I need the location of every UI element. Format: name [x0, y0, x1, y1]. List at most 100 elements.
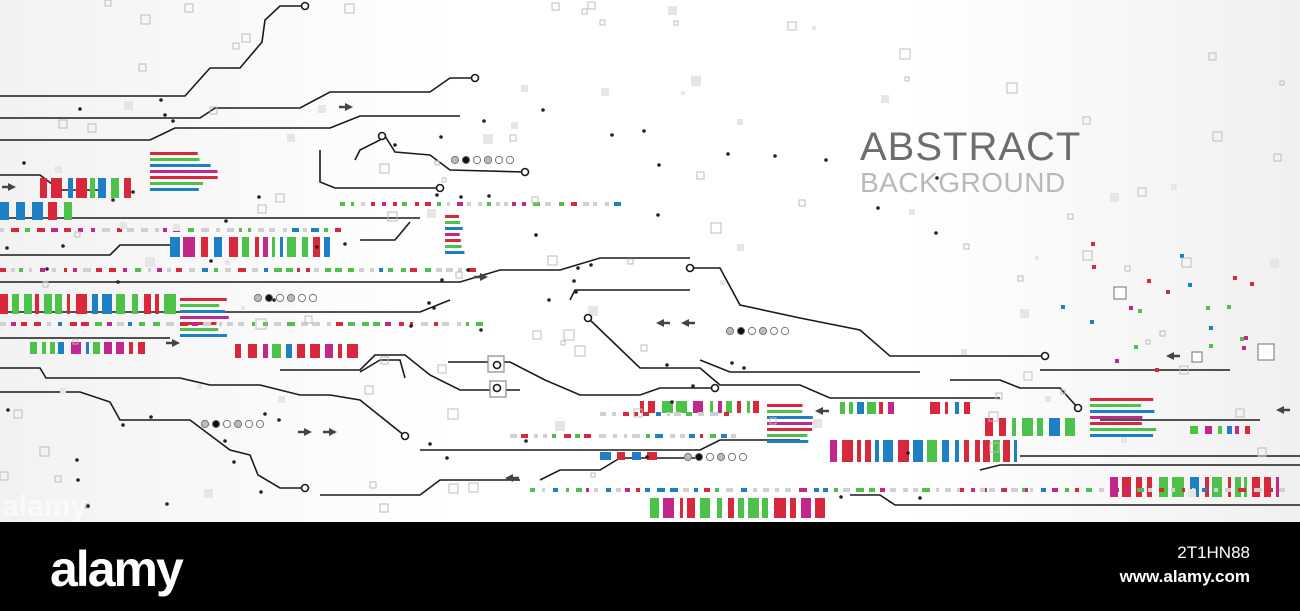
dot-chain	[233, 419, 243, 429]
dash-segment	[127, 228, 134, 232]
dash-segment	[287, 322, 295, 326]
node-dot	[726, 152, 730, 156]
node-dot	[935, 176, 939, 180]
dash-segment	[576, 488, 582, 492]
color-bar	[35, 294, 39, 314]
dot-chain	[716, 452, 726, 462]
node-dot	[435, 193, 439, 197]
color-bar	[955, 402, 959, 414]
pixel-square	[1270, 259, 1279, 268]
color-bar	[98, 178, 106, 198]
outline-square	[696, 171, 705, 180]
outline-square	[1082, 116, 1091, 125]
color-pixel	[1061, 305, 1065, 309]
circuit-trace	[0, 115, 460, 141]
outline-square	[1257, 447, 1267, 457]
outline-square	[710, 222, 722, 234]
dash-segment	[1125, 488, 1131, 492]
dash-segment	[834, 488, 838, 492]
pixel-square	[737, 244, 744, 251]
pixel-square	[909, 209, 915, 215]
dash-segment	[238, 268, 246, 272]
dash-segment	[292, 228, 299, 232]
circuit-trace	[0, 391, 305, 489]
dot-chain	[738, 452, 748, 462]
node-dot	[459, 195, 463, 199]
node-dot	[541, 108, 545, 112]
node-dot	[918, 496, 922, 500]
dash-segment	[274, 268, 282, 272]
outline-square	[369, 481, 377, 489]
color-bar	[42, 342, 46, 354]
trace-terminal	[377, 131, 387, 141]
color-bar	[680, 498, 683, 518]
dash-segment	[775, 488, 779, 492]
color-bar	[985, 418, 993, 436]
outline-square	[995, 392, 1003, 400]
dash-segment	[721, 434, 727, 438]
dash-segment	[40, 268, 45, 272]
node-dot	[5, 246, 9, 250]
outline-square	[257, 204, 267, 214]
dash-segment	[37, 228, 45, 232]
color-bar	[71, 342, 81, 354]
circuit-trace	[319, 150, 440, 189]
color-pixel	[1209, 344, 1213, 348]
dash-segment	[252, 268, 258, 272]
stripe-bar	[445, 221, 461, 224]
color-bar	[1205, 477, 1209, 497]
node-dot	[547, 298, 551, 302]
stripe-bar	[767, 410, 803, 413]
outline-square	[437, 364, 447, 374]
arrow-left-icon	[815, 407, 829, 415]
dash-segment	[468, 268, 476, 272]
trace-terminal	[492, 360, 502, 370]
color-pixel	[1166, 290, 1170, 294]
dash-segment	[823, 488, 828, 492]
color-bar	[40, 178, 47, 198]
node-dot	[487, 194, 491, 198]
dash-segment	[1225, 488, 1231, 492]
color-bar	[640, 401, 644, 413]
node-dot	[76, 478, 80, 482]
pixel-square	[483, 134, 493, 144]
color-bar	[287, 237, 296, 257]
node-dot	[691, 384, 695, 388]
dash-segment	[214, 268, 218, 272]
dash-segment	[340, 202, 345, 206]
dash-segment	[1041, 488, 1046, 492]
node-dot	[576, 266, 580, 270]
dash-segment	[128, 322, 132, 326]
dash-segment	[264, 268, 268, 272]
color-bar	[942, 440, 949, 462]
outline-square	[587, 1, 596, 10]
outline-square	[963, 243, 970, 250]
dash-segment	[1030, 488, 1033, 492]
color-bar	[1244, 477, 1247, 497]
color-bar	[155, 294, 159, 314]
circuit-trace	[979, 464, 1300, 471]
color-bar	[1012, 418, 1016, 436]
pixel-square	[521, 85, 528, 92]
color-bar	[865, 440, 871, 462]
color-bar	[67, 294, 70, 314]
node-dot	[163, 113, 167, 117]
color-bar	[229, 237, 238, 257]
color-pixel	[1233, 276, 1237, 280]
dash-segment	[656, 412, 661, 416]
outline-square	[1124, 265, 1131, 272]
dash-segment	[657, 488, 665, 492]
outline-square	[769, 417, 777, 425]
color-pixel	[1115, 359, 1119, 363]
circuit-trace	[0, 5, 305, 97]
color-pixel	[1147, 279, 1151, 283]
dash-segment	[945, 488, 951, 492]
node-dot	[257, 195, 261, 199]
circuit-trace	[448, 361, 715, 396]
dash-segment	[496, 202, 500, 206]
dash-segment	[47, 322, 51, 326]
dash-segment	[286, 268, 293, 272]
dash-segment	[189, 268, 195, 272]
color-bar	[1003, 440, 1010, 462]
outline-square	[633, 408, 643, 418]
